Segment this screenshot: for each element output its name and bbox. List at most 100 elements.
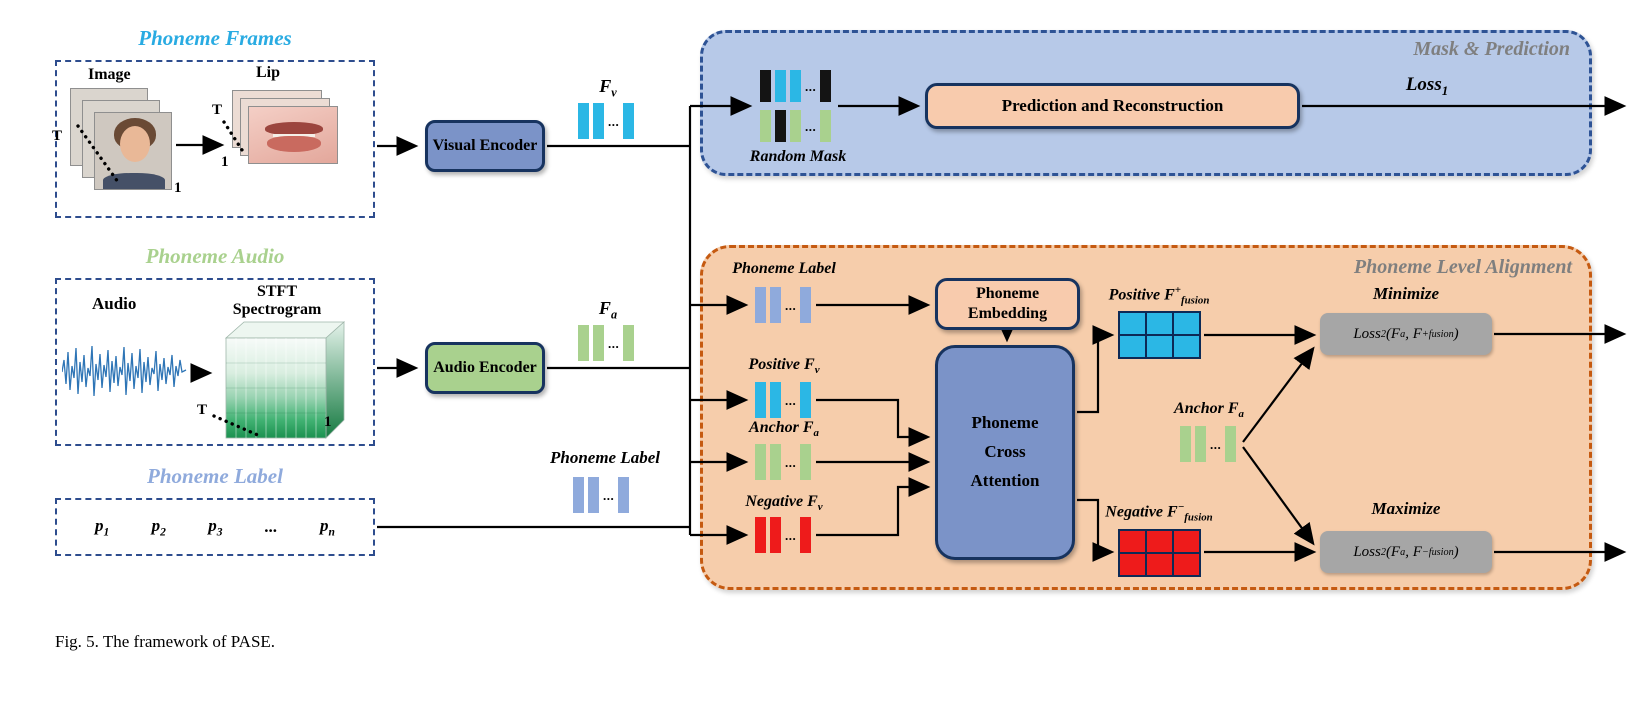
grid-cell — [1146, 553, 1173, 576]
bar — [1180, 426, 1191, 462]
ellipsis: ... — [608, 335, 620, 351]
negative-fusion-label: Negative F−fusion — [1105, 501, 1213, 524]
grid-cell — [1173, 335, 1200, 358]
bar — [618, 477, 630, 513]
prediction-reconstruction-box: Prediction and Reconstruction — [925, 83, 1300, 129]
phoneme-frames-box — [55, 60, 375, 218]
bar — [775, 70, 786, 102]
bar — [593, 103, 604, 139]
bar — [790, 110, 801, 142]
face-photo — [94, 112, 172, 190]
bar — [760, 110, 771, 142]
t-axis-label: T — [52, 128, 63, 144]
lip-t-axis-label: T — [212, 102, 223, 118]
phoneme-item: p2 — [151, 515, 166, 539]
fv-feature-label: Fv — [599, 76, 617, 100]
mask-region-title: Mask & Prediction — [1413, 38, 1570, 60]
positive-fusion-label: Positive F+fusion — [1108, 284, 1210, 307]
bar — [1195, 426, 1206, 462]
figure-caption: Fig. 5. The framework of PASE. — [55, 632, 276, 651]
lower-lip-shape — [267, 136, 321, 152]
bar — [770, 382, 781, 418]
random-mask-label: Random Mask — [749, 148, 847, 165]
lip-photo — [248, 106, 338, 164]
phoneme-audio-box — [55, 278, 375, 446]
stft-one-axis-label: 1 — [324, 414, 332, 430]
anchor-fa-right-bars: ... — [1180, 426, 1237, 462]
align-phoneme-label-bars: ... — [755, 287, 812, 323]
phoneme-item: p3 — [208, 515, 223, 539]
bar — [820, 110, 832, 142]
one-axis-label: 1 — [174, 180, 182, 196]
image-frame-stack — [70, 88, 255, 200]
phoneme-audio-title: Phoneme Audio — [145, 244, 285, 268]
ellipsis: ... — [805, 78, 817, 94]
ellipsis: ... — [785, 392, 797, 408]
stft-t-axis-label: T — [197, 402, 208, 418]
audio-label: Audio — [92, 294, 137, 313]
bar — [770, 444, 781, 480]
bar — [1225, 426, 1237, 462]
lip-one-axis-label: 1 — [221, 154, 229, 170]
shoulders-shape — [103, 173, 165, 189]
loss1-label: Loss1 — [1405, 74, 1449, 98]
mid-phoneme-label: Phoneme Label — [549, 448, 660, 467]
align-phoneme-label: Phoneme Label — [732, 260, 836, 277]
bar — [623, 103, 635, 139]
bar — [578, 103, 589, 139]
masked-audio-bars: ... — [760, 110, 832, 142]
grid-cell — [1173, 553, 1200, 576]
negative-fusion-grid — [1118, 529, 1201, 577]
bar — [800, 517, 812, 553]
maximize-label: Maximize — [1371, 499, 1441, 518]
negative-fv-bars: ... — [755, 517, 812, 553]
phoneme-item: pn — [320, 515, 335, 539]
stft-label: STFT Spectrogram — [232, 283, 322, 319]
grid-cell — [1146, 335, 1173, 358]
fa-feature-bars: ... — [578, 325, 635, 361]
anchor-fa-label: Anchor Fa — [749, 419, 819, 440]
grid-cell — [1146, 530, 1173, 553]
positive-fusion-grid — [1118, 311, 1201, 359]
minimize-label: Minimize — [1372, 284, 1440, 303]
phoneme-frames-title: Phoneme Frames — [138, 26, 292, 50]
bar — [800, 444, 812, 480]
grid-cell — [1119, 312, 1146, 335]
bar — [755, 517, 766, 553]
phoneme-label-box: p1 p2 p3 ... pn — [55, 498, 375, 556]
bar — [760, 70, 771, 102]
bar — [820, 70, 832, 102]
grid-cell — [1119, 530, 1146, 553]
align-region-title: Phoneme Level Alignment — [1353, 256, 1572, 278]
ellipsis: ... — [608, 113, 620, 129]
bar — [800, 382, 812, 418]
ellipsis: ... — [805, 118, 817, 134]
positive-fv-label: Positive Fv — [748, 356, 820, 377]
grid-cell — [1146, 312, 1173, 335]
phoneme-item: ... — [264, 517, 278, 536]
fa-feature-label: Fa — [598, 298, 618, 322]
phoneme-cross-attention-box: Phoneme Cross Attention — [935, 345, 1075, 560]
bar — [770, 517, 781, 553]
bar — [775, 110, 786, 142]
grid-cell — [1173, 530, 1200, 553]
bar — [588, 477, 599, 513]
grid-cell — [1119, 335, 1146, 358]
grid-cell — [1173, 312, 1200, 335]
bar — [800, 287, 812, 323]
phoneme-label-title: Phoneme Label — [147, 464, 283, 488]
bar — [755, 382, 766, 418]
bar — [593, 325, 604, 361]
image-label: Image — [88, 66, 131, 83]
phoneme-embedding-box: Phoneme Embedding — [935, 278, 1080, 330]
positive-fv-bars: ... — [755, 382, 812, 418]
anchor-fa-right-label: Anchor Fa — [1174, 400, 1244, 421]
ellipsis: ... — [785, 454, 797, 470]
bar — [770, 287, 781, 323]
negative-fv-label: Negative Fv — [745, 493, 823, 514]
audio-encoder-box: Audio Encoder — [425, 342, 545, 394]
masked-visual-bars: ... — [760, 70, 832, 102]
teeth-shape — [273, 134, 315, 137]
